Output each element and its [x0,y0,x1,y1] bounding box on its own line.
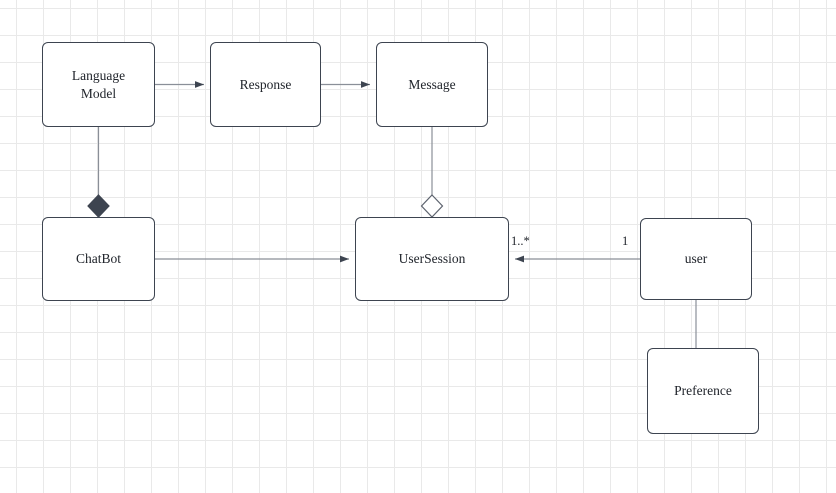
aggregation-diamond-icon [420,194,444,218]
node-chatbot-label: ChatBot [75,251,121,267]
node-usersession-label: UserSession [398,251,466,267]
node-message-label: Message [408,76,456,92]
node-language-model-label: Language Model [71,67,126,101]
node-language-model[interactable]: Language Model [42,42,155,127]
node-response[interactable]: Response [210,42,321,127]
node-response-label: Response [239,76,292,92]
node-chatbot[interactable]: ChatBot [42,217,155,301]
edge-message-to-usersession[interactable] [420,127,444,218]
node-message[interactable]: Message [376,42,488,127]
node-preference-label: Preference [674,383,732,399]
edge-language-model-to-chatbot[interactable] [87,127,110,218]
node-usersession[interactable]: UserSession [355,217,509,301]
multiplicity-label-user: 1 [622,234,629,248]
node-preference[interactable]: Preference [647,348,759,434]
node-user-label: user [684,251,708,267]
composition-diamond-icon [87,194,110,218]
node-user[interactable]: user [640,218,752,300]
multiplicity-label-usersession: 1..* [511,234,530,248]
